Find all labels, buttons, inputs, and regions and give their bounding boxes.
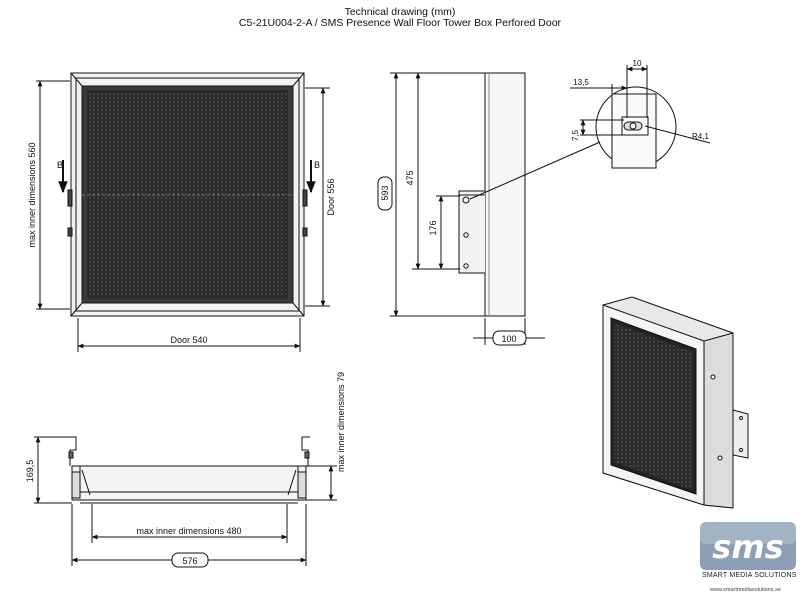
bottom-inner-width-label: max inner dimensions 480 [136, 526, 241, 536]
detail-radius: R4,1 [692, 132, 709, 141]
detail-dim-7-5: 7,5 [571, 129, 580, 141]
bottom-height-169-5: 169,5 [25, 460, 35, 483]
bracket-hole-top [462, 196, 470, 204]
logo-tagline: SMART MEDIA SOLUTIONS [702, 572, 797, 579]
drawing-title: Technical drawing (mm) [344, 6, 456, 18]
side-depth-100: 100 [501, 334, 516, 344]
isometric-view [602, 296, 749, 509]
bottom-inner-depth-label: max inner dimensions 79 [336, 372, 346, 472]
front-inner-height-label: max inner dimensions 560 [27, 142, 37, 247]
side-height-593: 593 [380, 185, 390, 200]
drawing-subtitle: C5-21U004-2-A / SMS Presence Wall Floor … [238, 17, 562, 29]
section-mark-right: B [314, 160, 320, 170]
logo-url: www.smartmediasolutions.se [710, 587, 781, 593]
bottom-total-width-label: 576 [182, 556, 197, 566]
detail-dim-13-5: 13,5 [573, 78, 589, 87]
detail-dim-10: 10 [633, 59, 642, 68]
front-door-width-label: Door 540 [170, 335, 207, 345]
side-height-176: 176 [428, 220, 438, 235]
front-door-height-label: Door 556 [326, 178, 336, 215]
side-height-475: 475 [405, 170, 415, 185]
section-mark-left: B [57, 160, 63, 170]
bottom-view [34, 436, 337, 568]
detail-view [570, 65, 711, 169]
side-bracket [458, 190, 485, 274]
side-body [484, 72, 526, 317]
front-inner-frame [75, 77, 300, 312]
logo-brand: sms [712, 528, 783, 566]
bottom-body [71, 465, 307, 501]
front-view [36, 72, 330, 352]
side-view [377, 72, 601, 346]
sms-logo: sms [700, 522, 796, 570]
